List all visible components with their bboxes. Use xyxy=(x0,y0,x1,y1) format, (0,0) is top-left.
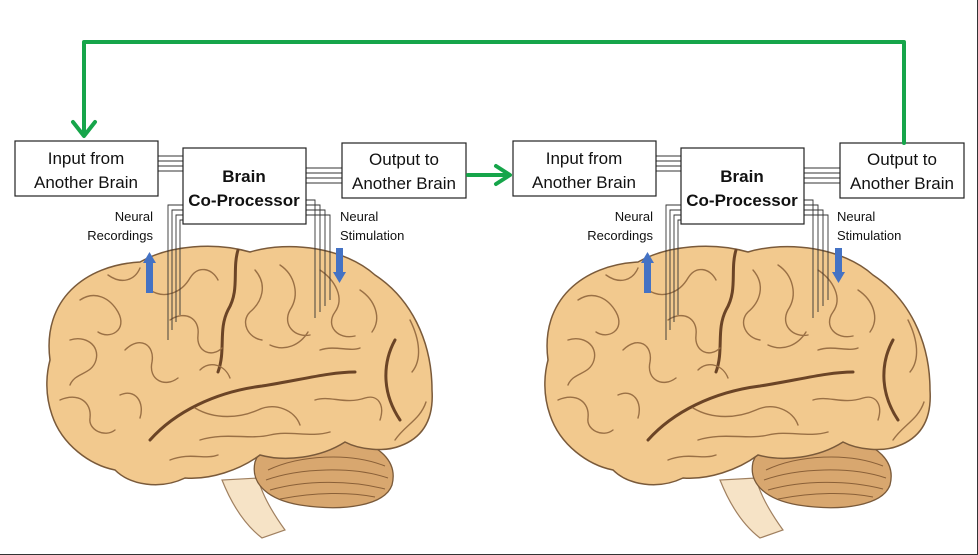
left-brain-unit: Input from Another Brain Brain Co-Proces… xyxy=(14,140,467,540)
right-input-line1: Input from xyxy=(546,149,623,168)
left-output-box xyxy=(341,142,467,199)
left-stimulation-line2: Stimulation xyxy=(340,228,404,243)
right-coprocessor-line1: Brain xyxy=(720,167,763,186)
arrow-up-icon xyxy=(641,252,654,293)
left-output-line2: Another Brain xyxy=(352,174,456,193)
left-coprocessor-line1: Brain xyxy=(222,167,265,186)
arrow-right-icon xyxy=(466,164,512,186)
left-input-box xyxy=(14,140,159,197)
right-stimulation-line2: Stimulation xyxy=(837,228,901,243)
right-coprocessor-box xyxy=(680,147,805,225)
right-recordings-line1: Neural xyxy=(615,209,653,224)
left-coprocessor-line2: Co-Processor xyxy=(188,191,300,210)
right-coprocessor-line2: Co-Processor xyxy=(686,191,798,210)
right-brain-illustration xyxy=(543,244,932,540)
left-input-line2: Another Brain xyxy=(34,173,138,192)
left-output-line1: Output to xyxy=(369,150,439,169)
arrow-down-icon xyxy=(333,248,346,283)
right-input-box xyxy=(512,140,657,197)
right-output-line2: Another Brain xyxy=(850,174,954,193)
left-input-line1: Input from xyxy=(48,149,125,168)
right-recordings-line2: Recordings xyxy=(587,228,653,243)
right-brain-unit: Input from Another Brain Brain Co-Proces… xyxy=(512,140,965,540)
arrow-up-icon xyxy=(143,252,156,293)
right-stimulation-line1: Neural xyxy=(837,209,875,224)
left-recordings-line2: Recordings xyxy=(87,228,153,243)
right-input-line2: Another Brain xyxy=(532,173,636,192)
arrow-down-icon xyxy=(832,248,845,283)
right-output-line1: Output to xyxy=(867,150,937,169)
left-brain-illustration xyxy=(45,244,434,540)
left-coprocessor-box xyxy=(182,147,307,225)
left-stimulation-line1: Neural xyxy=(340,209,378,224)
right-output-box xyxy=(839,142,965,199)
feedback-loop-arrow xyxy=(71,40,906,145)
left-recordings-line1: Neural xyxy=(115,209,153,224)
